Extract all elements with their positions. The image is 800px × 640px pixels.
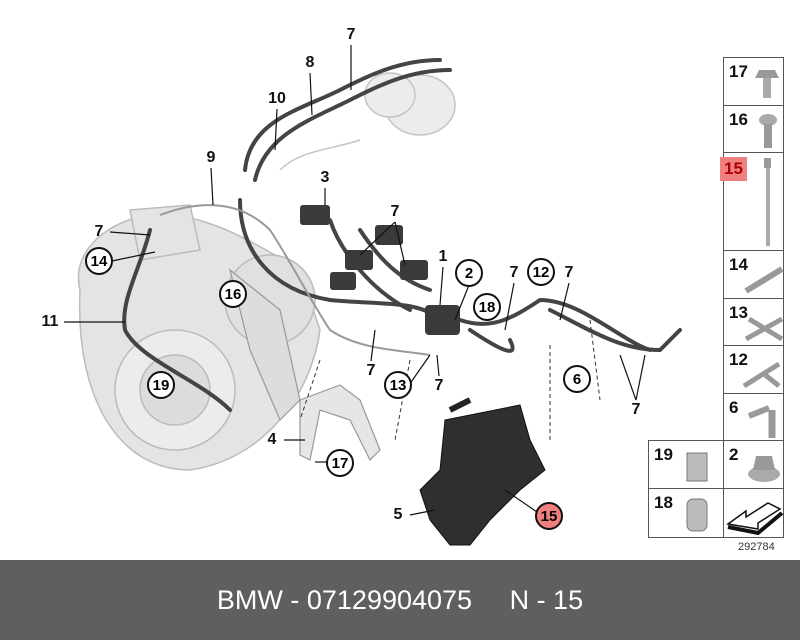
- long-bolt-icon: [764, 158, 771, 246]
- vacuum-reservoir: [419, 397, 546, 546]
- callout-7: 7: [509, 264, 519, 281]
- flange-nut-icon: [748, 456, 780, 482]
- hex-bolt-icon: [755, 70, 779, 98]
- callout-7: 7: [366, 362, 376, 379]
- bracket-illustration: [228, 268, 381, 462]
- callout-7: 7: [564, 264, 574, 281]
- reference-number: 292784: [738, 541, 775, 553]
- callout-14: 14: [85, 247, 113, 275]
- callout-19: 19: [147, 371, 175, 399]
- footer-part-text: BMW - 07129904075 N - 15: [216, 584, 584, 615]
- callout-7-top: 7: [346, 26, 356, 43]
- solenoid-valves: [300, 205, 460, 335]
- callout-7: 7: [94, 223, 104, 240]
- callout-2: 2: [455, 259, 483, 287]
- clip-icon: [686, 452, 708, 482]
- part-cell-19[interactable]: 19: [648, 440, 724, 489]
- part-number: 14: [729, 255, 748, 274]
- part-cell-14[interactable]: 14: [723, 250, 784, 299]
- straight-connector-icon: [744, 266, 784, 294]
- part-number: 6: [729, 398, 739, 417]
- part-number: 13: [729, 303, 748, 322]
- callout-15-highlighted[interactable]: 15: [535, 502, 563, 530]
- part-cell-12[interactable]: 12: [723, 345, 784, 394]
- part-number: 12: [729, 350, 748, 369]
- callout-3: 3: [320, 169, 330, 186]
- part-cell-17[interactable]: 17: [723, 57, 784, 106]
- callout-5: 5: [393, 506, 403, 523]
- part-number-highlighted: 15: [720, 157, 747, 181]
- callout-7: 7: [631, 401, 641, 418]
- callout-7: 7: [390, 203, 400, 220]
- actuator-illustration: [279, 72, 456, 171]
- callout-6: 6: [563, 365, 591, 393]
- part-cell-18[interactable]: 18: [648, 488, 724, 538]
- part-cell-16[interactable]: 16: [723, 105, 784, 153]
- thin-lines: [159, 204, 431, 356]
- callout-7: 7: [434, 377, 444, 394]
- callout-9: 9: [206, 149, 216, 166]
- t-connector-icon: [742, 361, 781, 389]
- torx-screw-icon: [759, 114, 777, 148]
- dashed-assembly-lines: [299, 319, 601, 441]
- callout-18: 18: [473, 293, 501, 321]
- callout-4: 4: [267, 431, 277, 448]
- cross-connector-icon: [744, 316, 784, 342]
- part-cell-arrow[interactable]: [723, 488, 784, 538]
- callout-1: 1: [438, 248, 448, 265]
- part-cell-2[interactable]: 2: [723, 440, 784, 489]
- hose-clip-icon: [686, 498, 708, 532]
- part-number: 16: [729, 110, 748, 129]
- callout-13: 13: [384, 371, 412, 399]
- exploded-parts-diagram: [64, 45, 682, 546]
- part-cell-6[interactable]: 6: [723, 393, 784, 441]
- callout-17: 17: [326, 449, 354, 477]
- callout-10: 10: [268, 90, 286, 107]
- callout-8: 8: [305, 54, 315, 71]
- callout-16: 16: [219, 280, 247, 308]
- callout-12: 12: [527, 258, 555, 286]
- leader-lines: [64, 45, 646, 516]
- part-number: 18: [654, 493, 673, 512]
- callout-11: 11: [41, 313, 59, 330]
- arrow-icon: [726, 502, 784, 536]
- footer-bar: BMW - 07129904075 N - 15: [0, 560, 800, 640]
- part-number: 2: [729, 445, 739, 464]
- part-cell-13[interactable]: 13: [723, 298, 784, 346]
- part-number: 17: [729, 62, 748, 81]
- part-number: 19: [654, 445, 673, 464]
- elbow-connector-icon: [747, 405, 776, 438]
- part-cell-15[interactable]: 15: [720, 152, 784, 251]
